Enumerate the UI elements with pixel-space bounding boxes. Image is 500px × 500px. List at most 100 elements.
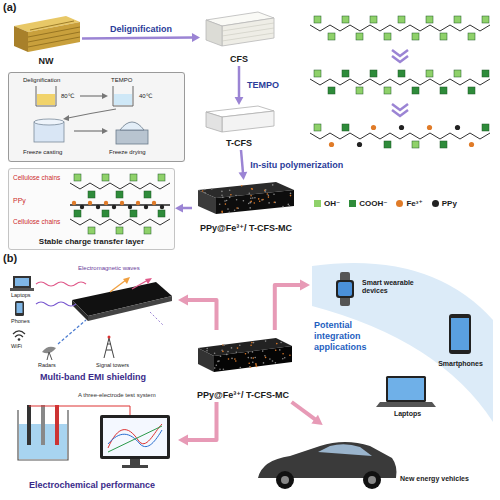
emi-shielding-art xyxy=(13,331,25,337)
application-band-art xyxy=(388,378,424,400)
node-text: Cellulose chains xyxy=(13,174,60,182)
speckle xyxy=(202,190,204,192)
node-text: Electrochemical performance xyxy=(8,480,176,491)
electrochemical-cell-art xyxy=(108,430,162,447)
functional-group xyxy=(88,227,95,234)
cellulose-chain xyxy=(310,133,490,139)
electrochemical-cell-art xyxy=(122,465,148,468)
ppy-particle xyxy=(128,205,132,209)
node-text: Freeze drying xyxy=(109,149,146,156)
functional-group xyxy=(468,87,475,94)
speckle xyxy=(248,363,250,365)
device-label: WiFi xyxy=(11,343,22,350)
functional-group xyxy=(370,70,377,77)
legend-swatch xyxy=(396,200,403,207)
emi-shielding-art xyxy=(145,278,152,284)
speckle xyxy=(220,356,222,358)
speckle xyxy=(231,358,233,360)
connector xyxy=(178,295,217,331)
device-label: Signal towers xyxy=(96,362,129,369)
speckle xyxy=(288,204,290,206)
functional-group xyxy=(440,141,447,148)
emi-shielding-art xyxy=(18,338,21,341)
process-inset-art xyxy=(74,130,103,131)
functional-group xyxy=(314,124,321,131)
speckle xyxy=(275,362,277,364)
functional-group xyxy=(440,33,447,40)
speckle xyxy=(234,209,236,211)
emi-shielding-art xyxy=(10,276,172,360)
functional-group xyxy=(158,210,165,217)
node-text: TEMPO xyxy=(111,77,132,84)
emi-shielding-art xyxy=(36,282,86,286)
speckle xyxy=(236,199,238,201)
speckle xyxy=(284,357,286,359)
ppy-particle xyxy=(136,201,140,205)
speckle xyxy=(252,351,254,353)
ppy-composite-slab xyxy=(198,348,214,372)
speckle xyxy=(289,354,291,356)
natural-wood-block xyxy=(28,22,80,52)
functional-group xyxy=(356,33,363,40)
connector xyxy=(292,402,323,425)
device-item: Laptops xyxy=(360,374,455,420)
legend-swatch xyxy=(314,200,321,207)
process-chevron xyxy=(392,50,408,62)
legend-item: COOH⁻ xyxy=(349,199,387,209)
iron-ion xyxy=(329,142,334,147)
node-text: Smart wearable devices xyxy=(362,279,428,296)
ppy-composite-slab xyxy=(198,190,216,214)
t-cfs-slab xyxy=(206,112,222,132)
functional-group xyxy=(384,141,391,148)
functional-group xyxy=(454,16,461,23)
speckle xyxy=(251,342,253,344)
speckle xyxy=(206,350,208,352)
node-text: T-CFS xyxy=(226,138,252,148)
node-text: Potential integration applications xyxy=(314,320,398,352)
node-text: Stable charge transfer layer xyxy=(9,237,174,247)
ppy-particle xyxy=(160,205,164,209)
functional-group xyxy=(328,87,335,94)
device-item: Smartphones xyxy=(428,312,493,370)
legend-text: COOH⁻ xyxy=(359,199,387,209)
application-band-art xyxy=(451,318,469,350)
functional-group xyxy=(482,70,489,77)
speckle xyxy=(269,358,271,360)
functional-group xyxy=(426,16,433,23)
speckle xyxy=(231,347,233,349)
functional-group xyxy=(74,210,81,217)
speckle xyxy=(211,188,213,190)
speckle xyxy=(224,200,226,202)
functional-group xyxy=(398,16,405,23)
speckle xyxy=(239,344,241,346)
functional-group xyxy=(144,191,151,198)
node-text: 80℃ xyxy=(61,93,74,100)
functional-group xyxy=(482,124,489,131)
cfs-slab xyxy=(206,12,274,46)
arrowhead xyxy=(178,295,188,306)
speckle xyxy=(290,193,292,195)
electrochemical-cell-art xyxy=(18,405,170,468)
functional-group xyxy=(342,16,349,23)
node-text: A three-electrode test system xyxy=(78,392,156,399)
speckle xyxy=(237,347,239,349)
speckle xyxy=(265,340,267,342)
speckle xyxy=(261,199,263,201)
car-art xyxy=(363,471,381,489)
cellulose-chain-art xyxy=(70,16,490,234)
speckle xyxy=(219,203,221,205)
emi-shielding-art xyxy=(123,277,130,284)
arrowhead xyxy=(300,280,310,291)
speckle xyxy=(222,351,224,353)
functional-group xyxy=(412,33,419,40)
device-label: Electromagnetic waves xyxy=(78,265,140,272)
process-chevron xyxy=(392,50,408,116)
speckle xyxy=(223,368,225,370)
emi-shielding-art xyxy=(132,280,148,289)
legend-text: OH⁻ xyxy=(324,199,340,209)
cfs-slab xyxy=(206,20,222,46)
node-text: 40℃ xyxy=(139,93,152,100)
application-band-art xyxy=(386,376,426,402)
